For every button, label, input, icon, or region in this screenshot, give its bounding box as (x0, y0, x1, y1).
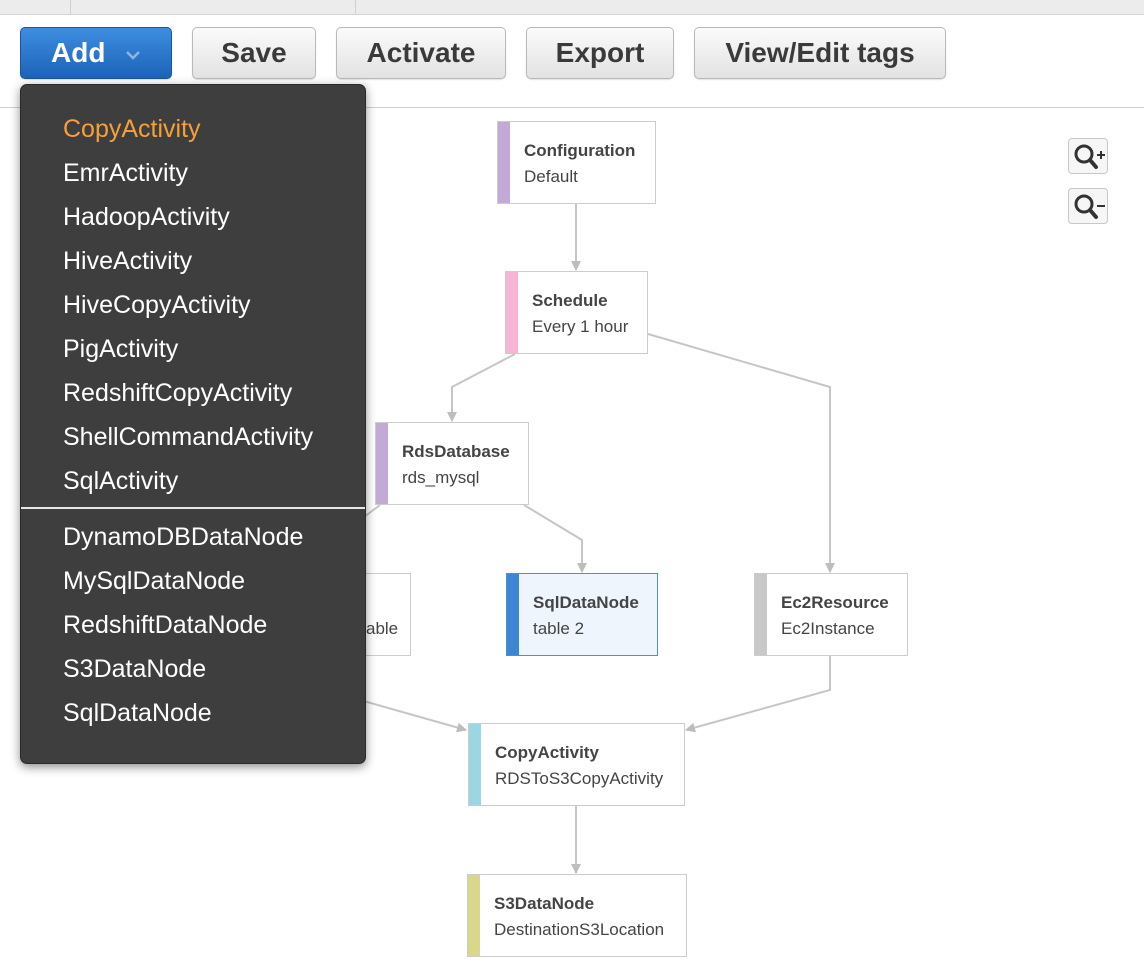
tab-divider (70, 0, 71, 14)
node-name: table 2 (533, 619, 585, 638)
edge-rds-sqlnode (523, 504, 587, 573)
view-edit-tags-button[interactable]: View/Edit tags (694, 27, 946, 79)
node-copy-activity[interactable]: CopyActivity RDSToS3CopyActivity (468, 723, 685, 806)
activate-button[interactable]: Activate (336, 27, 506, 79)
add-button-label: Add (51, 37, 106, 68)
edge-schedule-rds (447, 353, 516, 422)
toolbar: Add Save Activate Export View/Edit tags (0, 15, 1144, 108)
node-s3-data-node[interactable]: S3DataNode DestinationS3Location (467, 874, 687, 957)
node-sql-data-node[interactable]: SqlDataNode table 2 (506, 573, 658, 656)
node-type: S3DataNode (494, 894, 595, 913)
node-color-bar (469, 724, 481, 805)
node-name: rds_mysql (402, 468, 480, 487)
add-dropdown-menu: CopyActivity EmrActivity HadoopActivity … (20, 84, 366, 764)
zoom-in-button[interactable] (1068, 138, 1108, 174)
chevron-down-icon (126, 51, 140, 60)
edge-hidden-copy (359, 699, 467, 733)
node-type: CopyActivity (495, 743, 599, 762)
node-ec2-resource[interactable]: Ec2Resource Ec2Instance (754, 573, 908, 656)
menu-item-s3datanode[interactable]: S3DataNode (63, 655, 207, 683)
menu-item-pigactivity[interactable]: PigActivity (63, 335, 179, 363)
menu-item-sqlactivity[interactable]: SqlActivity (63, 467, 179, 495)
node-name: RDSToS3CopyActivity (495, 769, 664, 788)
menu-item-hadoopactivity[interactable]: HadoopActivity (63, 203, 230, 231)
node-color-bar (376, 423, 388, 504)
menu-item-shellcommandactivity[interactable]: ShellCommandActivity (63, 423, 314, 451)
menu-item-dynamodbdatanode[interactable]: DynamoDBDataNode (63, 523, 304, 551)
node-rds-database[interactable]: RdsDatabase rds_mysql (375, 422, 529, 505)
menu-item-sqldatanode[interactable]: SqlDataNode (63, 699, 212, 727)
node-type: SqlDataNode (533, 593, 639, 612)
menu-separator (21, 507, 365, 509)
top-tab-strip (0, 0, 1144, 15)
menu-item-redshiftcopyactivity[interactable]: RedshiftCopyActivity (63, 379, 293, 407)
node-schedule[interactable]: Schedule Every 1 hour (505, 271, 648, 354)
node-color-bar (507, 574, 519, 655)
tab-divider (355, 0, 356, 14)
menu-item-hiveactivity[interactable]: HiveActivity (63, 247, 193, 275)
menu-item-copyactivity[interactable]: CopyActivity (63, 115, 201, 143)
zoom-out-button[interactable] (1068, 188, 1108, 224)
node-name: able (366, 619, 399, 638)
node-color-bar (498, 122, 510, 203)
zoom-in-icon (1074, 144, 1105, 169)
zoom-out-icon (1074, 194, 1105, 219)
node-name: Every 1 hour (532, 317, 629, 336)
menu-item-mysqldatanode[interactable]: MySqlDataNode (63, 567, 246, 595)
export-button[interactable]: Export (526, 27, 674, 79)
menu-item-hivecopyactivity[interactable]: HiveCopyActivity (63, 291, 251, 319)
edge-schedule-ec2 (647, 333, 835, 573)
node-type: RdsDatabase (402, 442, 510, 461)
menu-item-emractivity[interactable]: EmrActivity (63, 159, 188, 187)
node-color-bar (468, 875, 480, 956)
node-color-bar (755, 574, 767, 655)
node-type: Ec2Resource (781, 593, 889, 612)
node-type: Schedule (532, 291, 608, 310)
node-name: Ec2Instance (781, 619, 875, 638)
save-button[interactable]: Save (192, 27, 316, 79)
node-configuration[interactable]: Configuration Default (497, 121, 656, 204)
menu-item-redshiftdatanode[interactable]: RedshiftDataNode (63, 611, 268, 639)
add-button[interactable]: Add (20, 27, 172, 79)
node-color-bar (506, 272, 518, 353)
node-type: Configuration (524, 141, 636, 160)
edge-ec2-copy (685, 656, 831, 733)
node-name: Default (524, 167, 578, 186)
node-name: DestinationS3Location (494, 920, 665, 939)
